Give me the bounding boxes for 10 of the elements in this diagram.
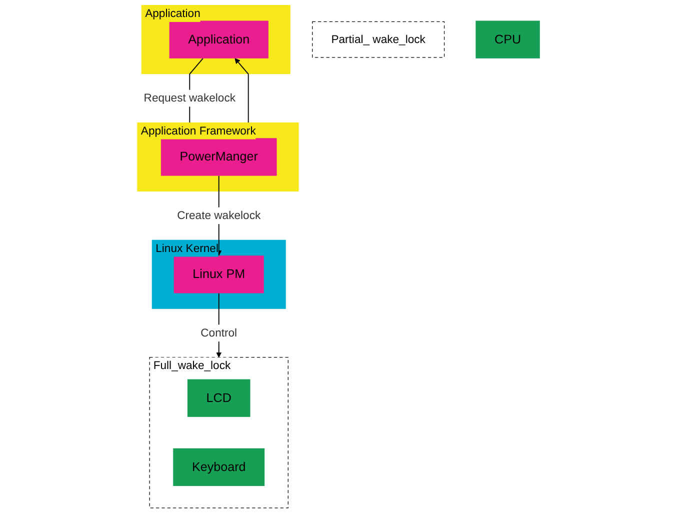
node-box: LCD <box>187 379 250 417</box>
node-box: Keyboard <box>173 448 265 486</box>
node-box: Partial_ wake_lock <box>312 21 445 58</box>
edge-label: Control <box>200 326 238 340</box>
node-box: Application <box>169 20 268 58</box>
edge-label: Create wakelock <box>177 209 261 222</box>
node-box: PowerManger <box>160 138 277 176</box>
node-box: Linux PM <box>174 256 264 294</box>
edge-label: Request wakelock <box>144 92 236 104</box>
node-box: CPU <box>476 20 540 58</box>
